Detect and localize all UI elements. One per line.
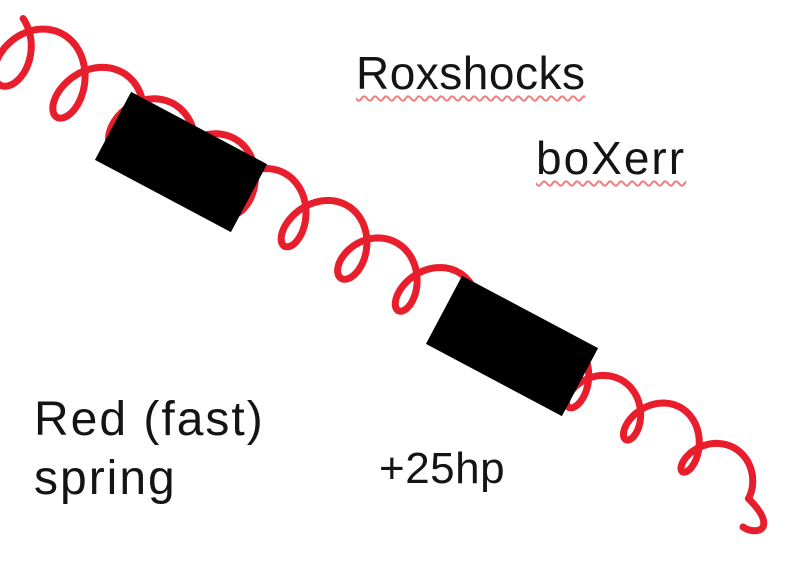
- spring-label-line2: spring: [34, 452, 177, 505]
- shock-box-lower: [425, 275, 599, 417]
- brand-name-text: Roxshocks: [356, 47, 586, 99]
- spring-label: Red (fast) spring: [34, 390, 265, 508]
- spring-label-line1: Red (fast): [34, 393, 265, 446]
- shock-box-upper: [94, 91, 268, 233]
- brand-subname-text: boXerr: [536, 132, 687, 184]
- horsepower-label: +25hp: [379, 444, 506, 493]
